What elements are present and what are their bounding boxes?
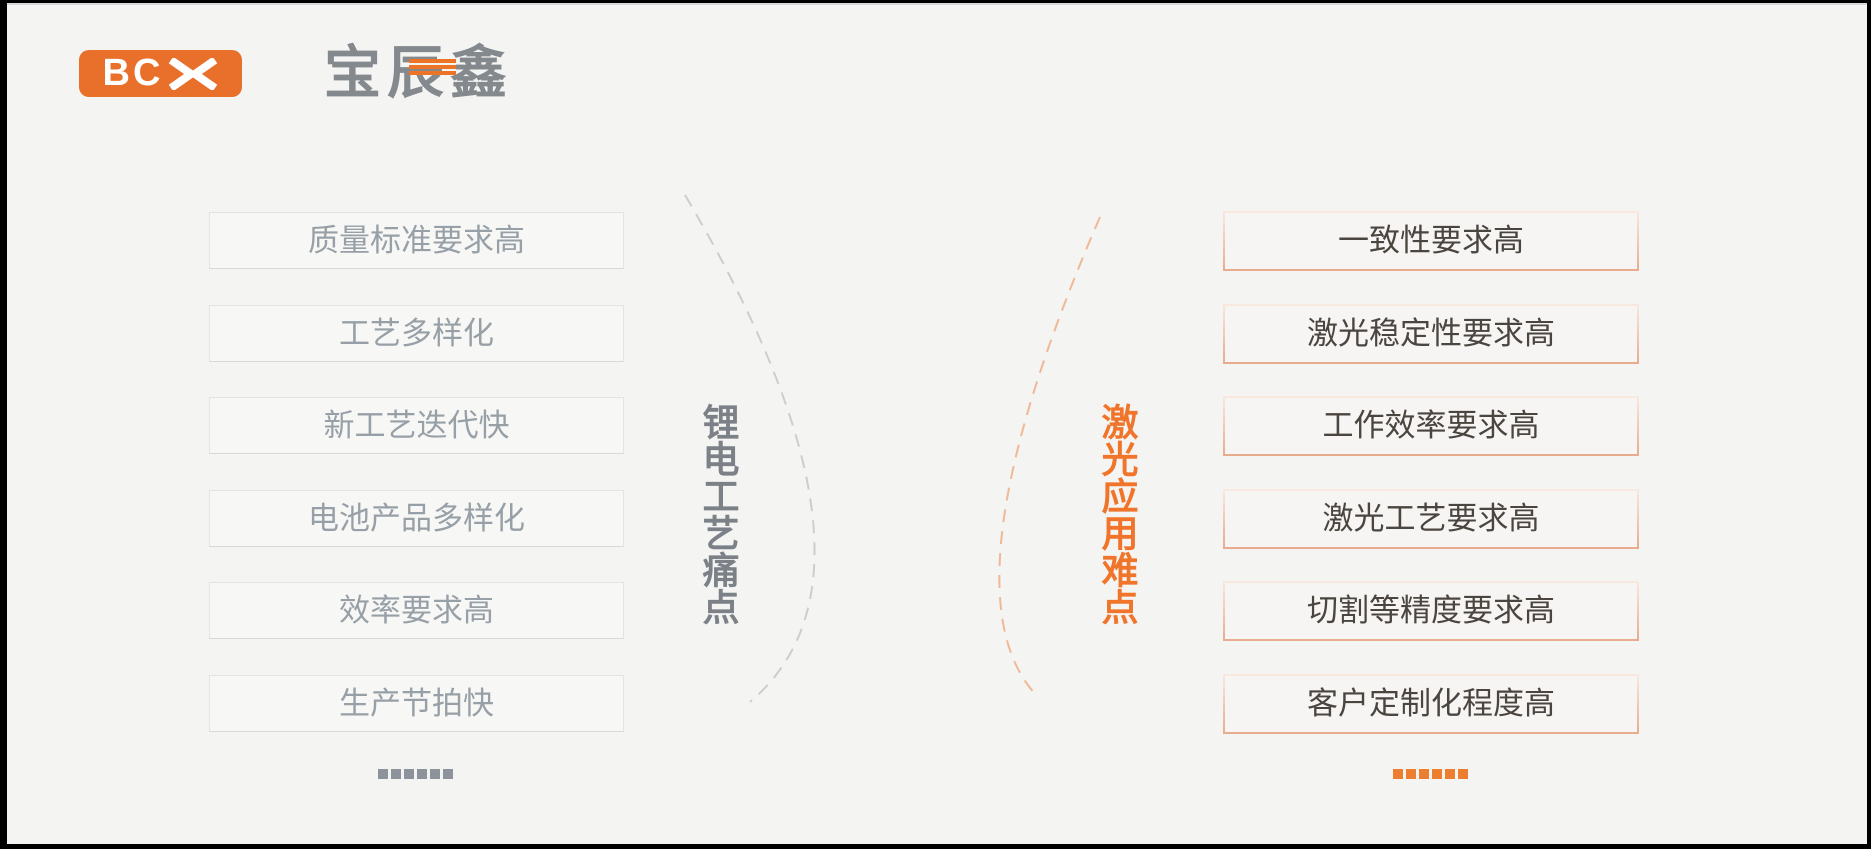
left-ellipsis — [378, 769, 453, 779]
ellipsis-dot — [1406, 769, 1416, 779]
logo-accent-stripes-icon — [409, 59, 456, 77]
pain-point-item: 新工艺迭代快 — [209, 397, 624, 454]
difficulty-item: 工作效率要求高 — [1223, 396, 1639, 456]
difficulty-item: 激光稳定性要求高 — [1223, 303, 1639, 364]
lithium-pain-points-list: 质量标准要求高工艺多样化新工艺迭代快电池产品多样化效率要求高生产节拍快 — [209, 212, 624, 732]
difficulty-item: 激光工艺要求高 — [1223, 488, 1639, 549]
ellipsis-dot — [1445, 769, 1455, 779]
difficulty-item: 客户定制化程度高 — [1223, 673, 1639, 734]
difficulty-item: 一致性要求高 — [1223, 211, 1639, 271]
pain-point-item: 电池产品多样化 — [209, 489, 624, 547]
ellipsis-dot — [1432, 769, 1442, 779]
ellipsis-dot — [1419, 769, 1429, 779]
ellipsis-dot — [443, 769, 453, 779]
right-panel-title: 激光应用难点 — [1096, 403, 1137, 625]
right-dashed-arc — [998, 216, 1101, 698]
left-panel-title: 锂电工艺痛点 — [697, 403, 738, 625]
ellipsis-dot — [417, 769, 427, 779]
ellipsis-dot — [378, 769, 388, 779]
logo-badge: BC — [79, 50, 242, 97]
pain-point-item: 生产节拍快 — [209, 674, 624, 732]
ellipsis-dot — [430, 769, 440, 779]
ellipsis-dot — [404, 769, 414, 779]
ellipsis-dot — [1393, 769, 1403, 779]
slide-canvas: BC 宝辰鑫 质量标准要求高工艺多样化新工艺迭代快电池产品多样化效率要求高生产节… — [7, 3, 1867, 844]
bcx-x-chevrons-icon — [169, 57, 218, 90]
difficulty-item: 切割等精度要求高 — [1223, 581, 1639, 641]
logo-bc-text: BC — [102, 51, 164, 94]
pain-point-item: 效率要求高 — [209, 582, 624, 639]
pain-point-item: 质量标准要求高 — [209, 212, 624, 269]
right-ellipsis — [1393, 769, 1468, 779]
left-dashed-arc — [684, 194, 816, 703]
ellipsis-dot — [391, 769, 401, 779]
pain-point-item: 工艺多样化 — [209, 304, 624, 362]
laser-difficulties-list: 一致性要求高激光稳定性要求高工作效率要求高激光工艺要求高切割等精度要求高客户定制… — [1223, 211, 1639, 734]
ellipsis-dot — [1458, 769, 1468, 779]
dashed-arcs — [684, 194, 1101, 703]
